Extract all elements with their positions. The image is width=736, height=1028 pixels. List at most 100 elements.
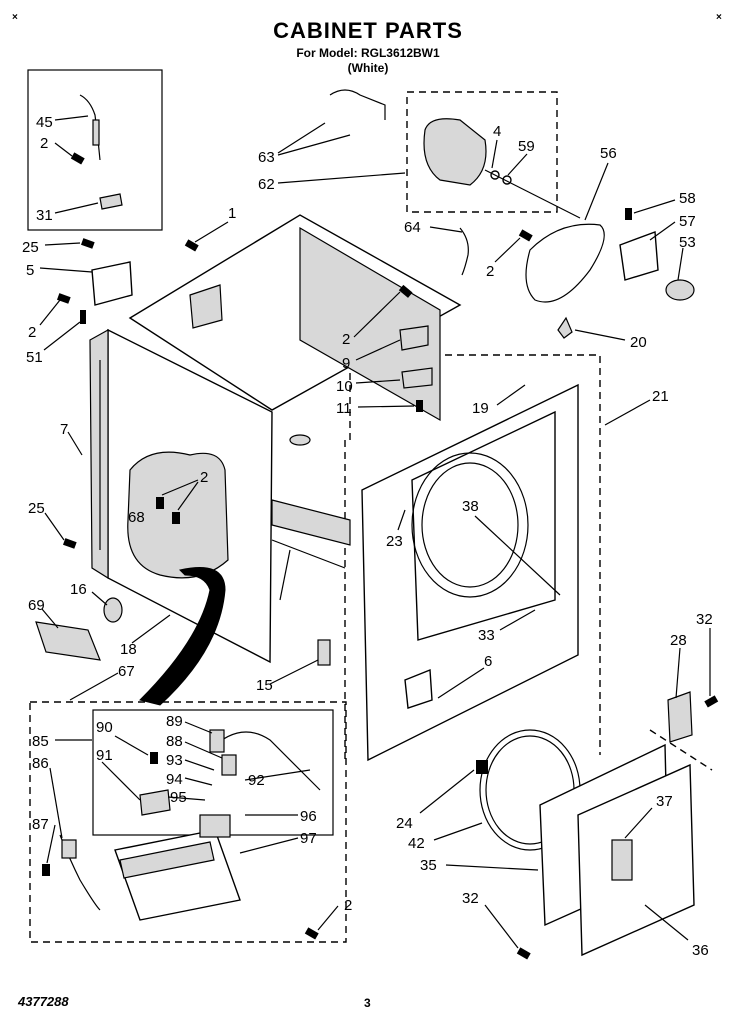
leader-91 [101, 761, 141, 801]
leader-25a [44, 242, 81, 246]
corner-mark-right: × [716, 12, 722, 23]
front-panel-opening [411, 410, 556, 641]
callout-1: 1 [228, 205, 236, 222]
clip-24 [476, 760, 488, 774]
callout-53: 53 [679, 234, 696, 251]
callout-90: 90 [96, 719, 113, 736]
idler-pulley [665, 279, 695, 301]
callout-87: 87 [32, 816, 49, 833]
callout-2: 2 [40, 135, 48, 152]
sensor-clip [99, 193, 123, 210]
callout-5: 5 [26, 262, 34, 279]
callout-25: 25 [28, 500, 45, 517]
sensor-probe [92, 119, 100, 146]
callout-18: 18 [120, 641, 137, 658]
control-bracket [189, 284, 223, 329]
leader-21 [604, 399, 651, 426]
screw-58 [625, 208, 632, 220]
leveling-leg [103, 597, 123, 623]
callout-31: 31 [36, 207, 53, 224]
page-number: 3 [364, 996, 371, 1010]
screw-2e2 [172, 512, 180, 524]
screw-51 [80, 310, 86, 324]
screw-32b [516, 947, 531, 960]
screw-87 [42, 864, 50, 876]
callout-9: 9 [342, 355, 350, 372]
leader-2c [39, 299, 61, 326]
callout-93: 93 [166, 752, 183, 769]
leader-95 [167, 796, 206, 801]
leader-6 [437, 667, 485, 699]
callout-6: 6 [484, 653, 492, 670]
service-pad [35, 621, 101, 661]
callout-20: 20 [630, 334, 647, 351]
ground-wire [459, 227, 469, 276]
leader-45 [54, 115, 89, 121]
callout-2: 2 [486, 263, 494, 280]
sensor-detail-box [27, 69, 163, 231]
callout-21: 21 [652, 388, 669, 405]
callout-88: 88 [166, 733, 183, 750]
leader-35 [445, 864, 539, 871]
callout-25: 25 [22, 239, 39, 256]
door-dashed-line [649, 729, 713, 771]
leader-2e1 [161, 479, 199, 496]
callout-11: 11 [336, 400, 352, 417]
screw-2c [56, 293, 71, 304]
callout-28: 28 [670, 632, 687, 649]
leader-2b [494, 237, 521, 263]
callout-19: 19 [472, 400, 489, 417]
callout-58: 58 [679, 190, 696, 207]
leader-11 [357, 405, 415, 408]
callout-56: 56 [600, 145, 617, 162]
callout-42: 42 [408, 835, 425, 852]
leader-9 [355, 339, 401, 361]
leader-86 [49, 767, 63, 839]
base-rail [271, 499, 351, 546]
terminal-block [317, 639, 331, 666]
door-hinge [667, 691, 693, 743]
leg-line [279, 549, 291, 601]
callout-36: 36 [692, 942, 709, 959]
callout-10: 10 [336, 378, 353, 395]
coil-harness [209, 731, 321, 791]
document-number: 4377288 [18, 994, 69, 1009]
callout-32: 32 [696, 611, 713, 628]
front-panel-dashed-outline [349, 354, 601, 755]
motor-body [423, 118, 487, 186]
leader-23 [397, 509, 406, 531]
leader-57 [649, 221, 676, 241]
sensor-lead [79, 94, 101, 161]
door-opening-inner [421, 462, 519, 588]
coil-89 [209, 729, 225, 753]
leader-94 [184, 777, 213, 786]
leader-18 [131, 614, 171, 644]
callout-38: 38 [462, 498, 479, 515]
burner-assembly [59, 729, 321, 921]
callout-45: 45 [36, 114, 53, 131]
leader-20 [574, 329, 626, 341]
leader-36 [644, 904, 689, 941]
leader-42 [433, 822, 483, 841]
door-assembly [479, 691, 695, 957]
callout-57: 57 [679, 213, 696, 230]
door-opening-ring [411, 452, 529, 598]
leader-90 [114, 735, 149, 756]
model-label: For Model: RGL3612BW1 [296, 46, 440, 60]
leader-2f [317, 905, 339, 931]
leader-62 [277, 172, 406, 184]
screw-32a [704, 695, 719, 708]
leader-1 [194, 221, 229, 243]
callout-89: 89 [166, 713, 183, 730]
screw-90 [150, 752, 158, 764]
idler-bracket [619, 231, 659, 281]
leader-58 [633, 199, 676, 214]
callout-35: 35 [420, 857, 437, 874]
callout-64: 64 [404, 219, 421, 236]
page-title: CABINET PARTS [273, 18, 463, 43]
leader-2d [353, 291, 401, 338]
leader-25b [44, 512, 65, 541]
drum-glide [557, 316, 573, 339]
callout-68: 68 [128, 509, 145, 526]
